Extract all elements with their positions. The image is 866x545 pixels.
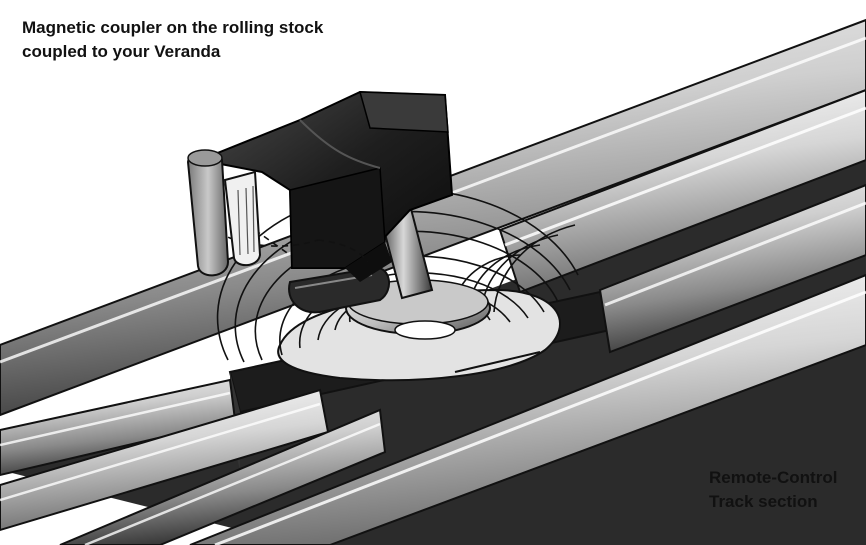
track-rail-front <box>189 273 866 545</box>
coupler-body <box>196 90 454 282</box>
track-rail-third <box>598 183 866 354</box>
track-rail-middle <box>498 88 866 294</box>
track-rail-segments-left <box>0 378 387 545</box>
track-caption: Remote-Control Track section <box>709 466 837 514</box>
coupler-knuckle <box>186 149 262 277</box>
track-caption-line2: Track section <box>709 492 818 511</box>
track-caption-line1: Remote-Control <box>709 468 838 487</box>
coupler-caption-line1: Magnetic coupler on the rolling stock <box>22 18 324 37</box>
coupler-caption-line2: coupled to your Veranda <box>22 42 221 61</box>
coupler-caption: Magnetic coupler on the rolling stock co… <box>22 16 323 64</box>
